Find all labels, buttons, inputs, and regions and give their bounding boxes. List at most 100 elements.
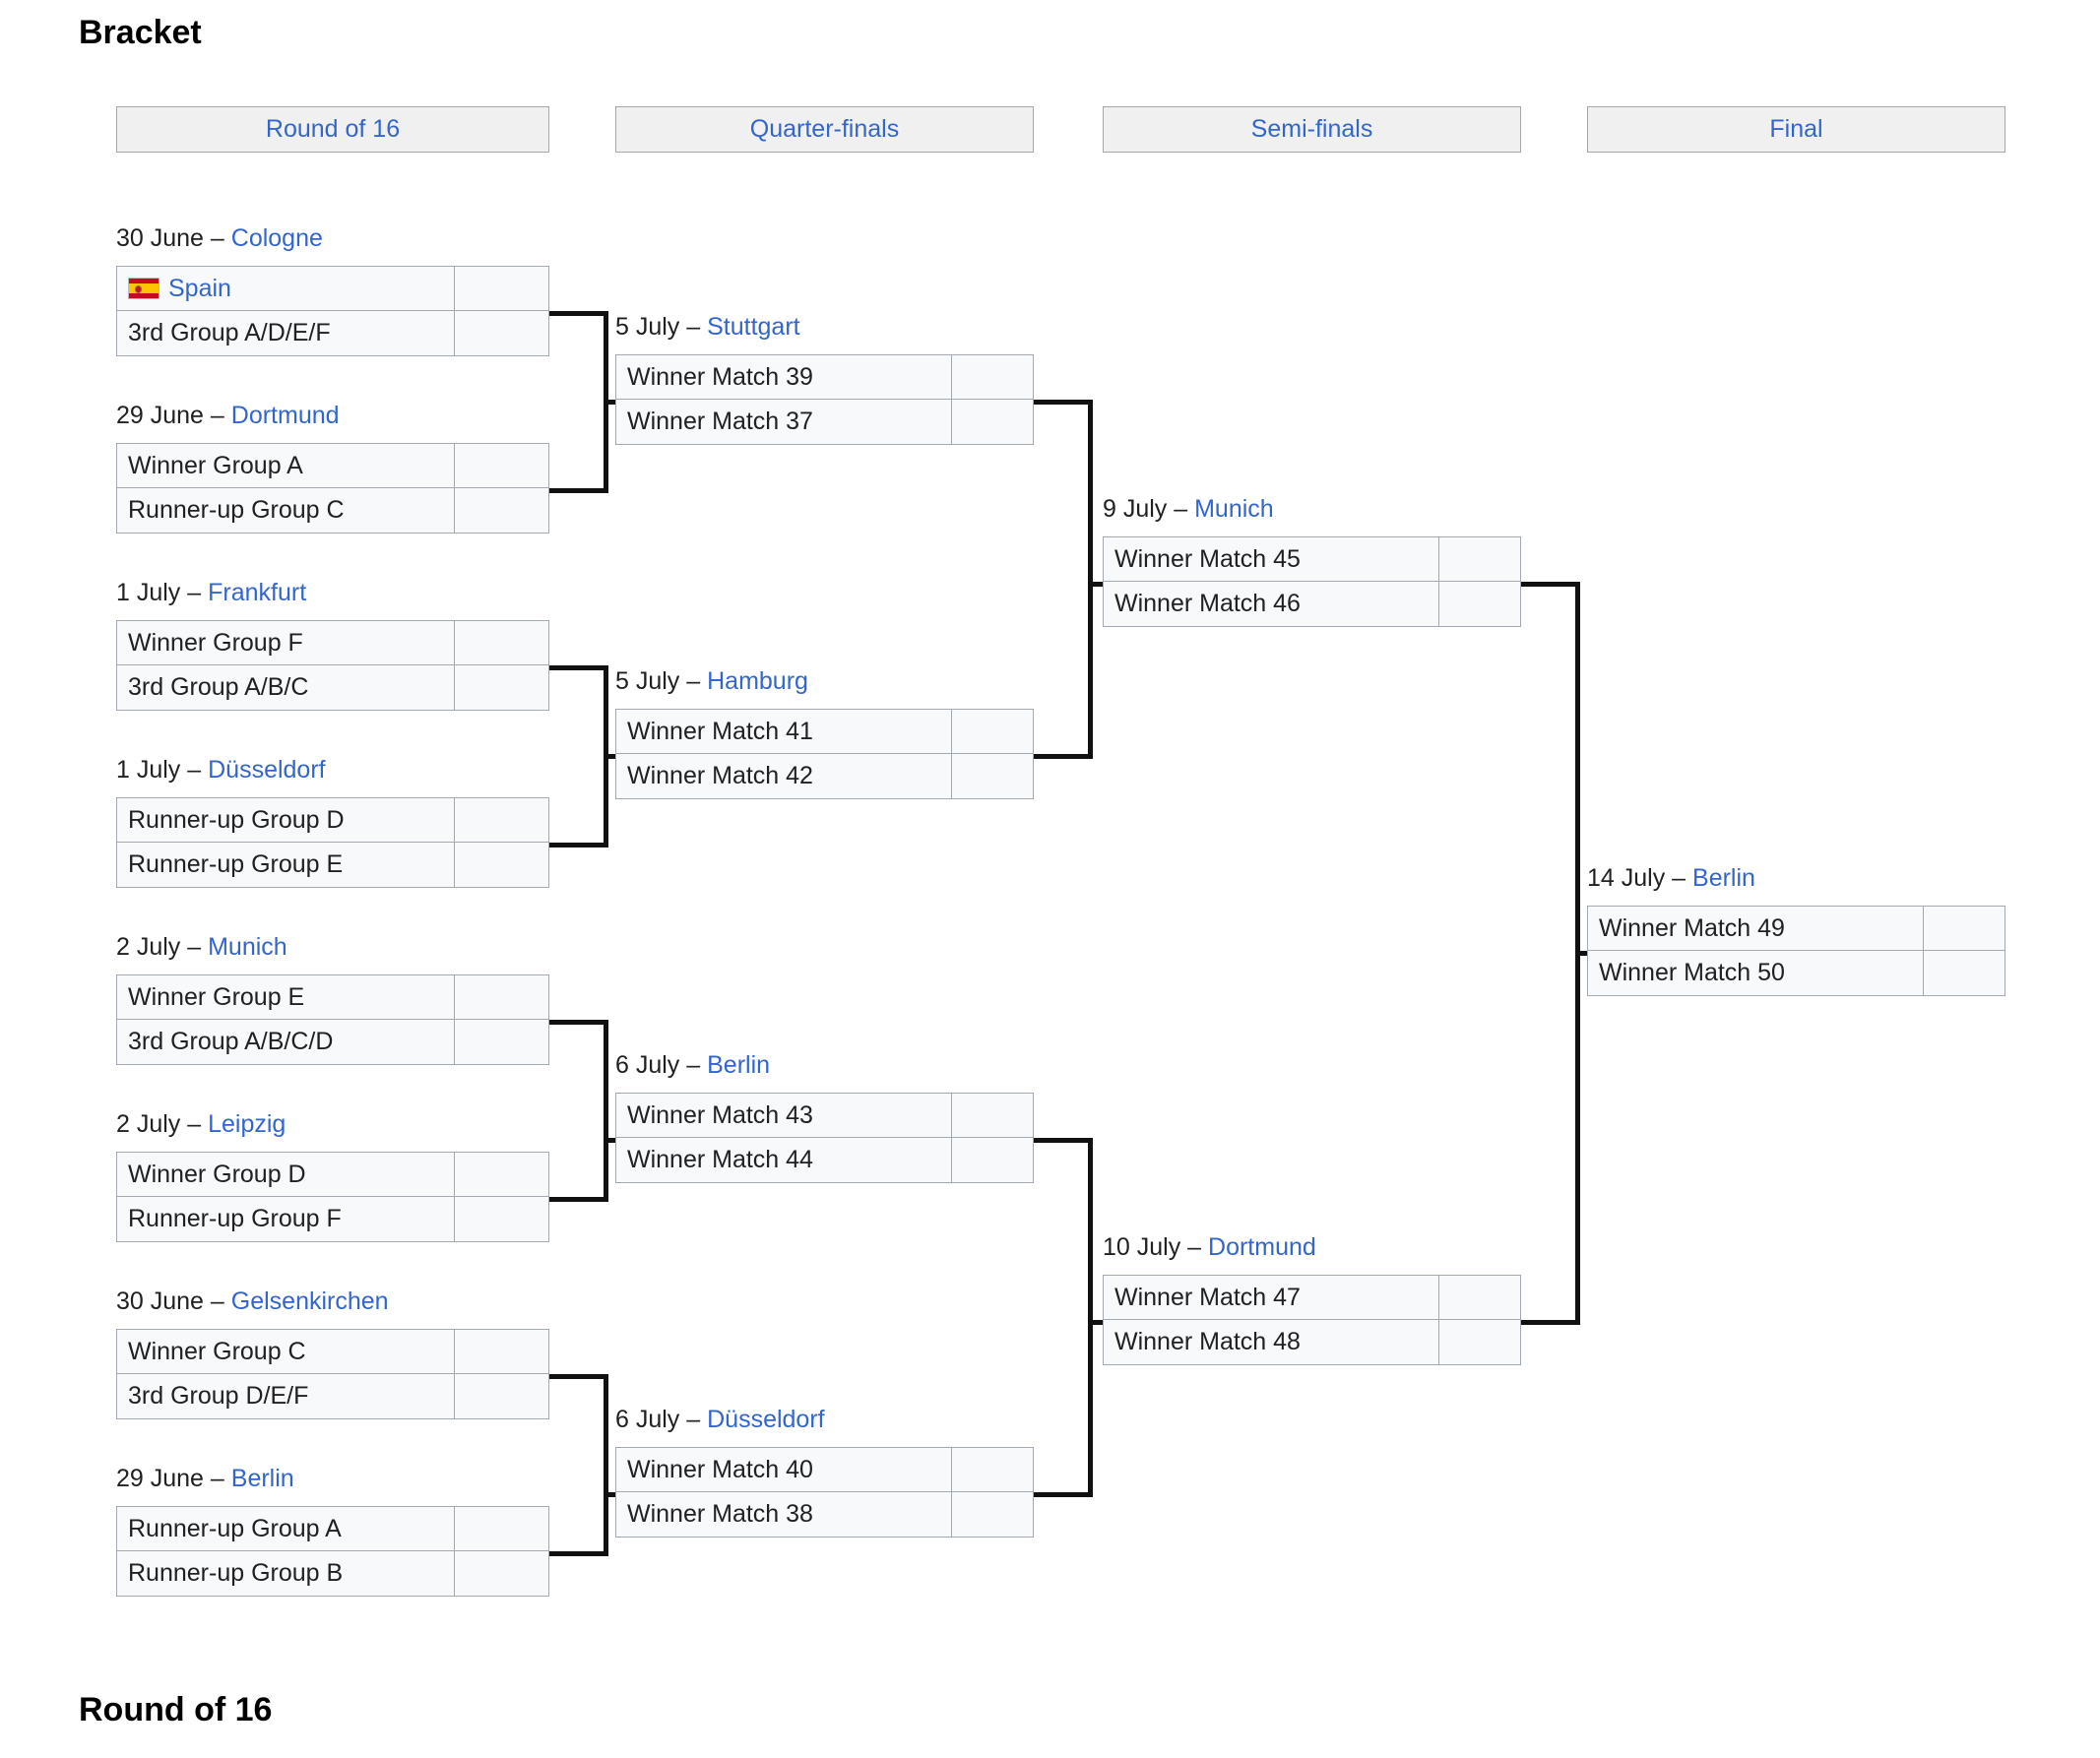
match-venue-link[interactable]: Dortmund xyxy=(1208,1233,1316,1261)
team-cell: Runner-up Group D xyxy=(117,798,456,842)
match-venue-link[interactable]: Düsseldorf xyxy=(707,1406,825,1433)
team-cell: Winner Group D xyxy=(117,1153,456,1196)
team-cell: Runner-up Group A xyxy=(117,1507,456,1550)
score-cell xyxy=(952,355,1033,399)
match-date: 6 July – xyxy=(615,1406,708,1433)
match-venue-link[interactable]: Berlin xyxy=(1692,864,1755,892)
score-cell xyxy=(455,1374,548,1418)
match-date-venue-label: 14 July – Berlin xyxy=(1587,866,1755,891)
team-cell: Winner Match 45 xyxy=(1104,537,1440,581)
score-cell xyxy=(952,1094,1033,1137)
team-name[interactable]: Spain xyxy=(168,274,231,302)
team-name: Winner Match 38 xyxy=(627,1500,813,1528)
match-date-venue-label: 29 June – Berlin xyxy=(116,1467,294,1491)
round-header-label: Quarter-finals xyxy=(749,115,900,143)
match-date: 29 June – xyxy=(116,1465,231,1492)
match-row-bottom: 3rd Group A/B/C xyxy=(116,665,549,711)
team-cell: Winner Group A xyxy=(117,444,456,487)
score-cell xyxy=(455,975,548,1019)
team-cell: Winner Match 37 xyxy=(616,400,953,444)
match-row-top: Spain xyxy=(116,266,549,311)
match-venue-link[interactable]: Berlin xyxy=(230,1465,294,1492)
team-cell: Runner-up Group C xyxy=(117,488,456,533)
score-cell xyxy=(455,267,548,310)
team-name: Runner-up Group C xyxy=(128,496,345,524)
match-venue-link[interactable]: Gelsenkirchen xyxy=(230,1287,389,1315)
team-name: Winner Group C xyxy=(128,1337,306,1365)
match-date: 1 July – xyxy=(116,579,209,606)
match-date-venue-label: 5 July – Hamburg xyxy=(615,669,808,694)
match-venue-link[interactable]: Cologne xyxy=(230,224,323,252)
match-venue-link[interactable]: Berlin xyxy=(707,1051,771,1079)
match-venue-link[interactable]: Dortmund xyxy=(230,402,340,429)
match-box: Winner Group C 3rd Group D/E/F xyxy=(116,1329,549,1419)
connector-line-horizontal xyxy=(1088,582,1103,587)
match-row-top: Winner Group C xyxy=(116,1329,549,1374)
connector-line-horizontal xyxy=(1034,1492,1093,1497)
team-name: Runner-up Group D xyxy=(128,805,345,834)
connector-line-horizontal xyxy=(549,1197,608,1202)
match-row-bottom: Winner Match 38 xyxy=(615,1492,1034,1538)
match-date-venue-label: 6 July – Düsseldorf xyxy=(615,1408,825,1432)
round-header-quarter-finals[interactable]: Quarter-finals xyxy=(615,106,1034,153)
round-header-label: Round of 16 xyxy=(265,115,401,143)
match-venue-link[interactable]: Stuttgart xyxy=(707,313,800,341)
match-venue-link[interactable]: Hamburg xyxy=(707,667,808,695)
score-cell xyxy=(1924,951,2005,995)
match-venue-link[interactable]: Düsseldorf xyxy=(208,756,326,784)
connector-line-horizontal xyxy=(549,665,608,670)
team-cell: Runner-up Group E xyxy=(117,843,456,887)
coat-of-arms-icon xyxy=(135,285,142,293)
match-venue-link[interactable]: Frankfurt xyxy=(208,579,307,606)
team-name: Winner Match 48 xyxy=(1114,1328,1301,1355)
match-date-venue-label: 1 July – Frankfurt xyxy=(116,581,306,605)
team-name: Winner Match 39 xyxy=(627,362,813,391)
team-name: Winner Group A xyxy=(128,451,303,479)
connector-line-horizontal xyxy=(549,1374,608,1379)
match-date-venue-label: 30 June – Gelsenkirchen xyxy=(116,1289,389,1314)
round-header-label: Semi-finals xyxy=(1250,115,1373,143)
match-date-venue-label: 30 June – Cologne xyxy=(116,226,323,251)
match-venue-link[interactable]: Leipzig xyxy=(208,1110,286,1138)
connector-line-horizontal xyxy=(1521,582,1580,587)
score-cell xyxy=(1439,537,1520,581)
team-name: Winner Match 41 xyxy=(627,717,813,745)
score-cell xyxy=(1924,907,2005,950)
team-cell: Runner-up Group F xyxy=(117,1197,456,1241)
match-venue-link[interactable]: Munich xyxy=(208,933,287,961)
connector-line-horizontal xyxy=(549,1551,608,1556)
match-row-top: Runner-up Group A xyxy=(116,1506,549,1551)
score-cell xyxy=(952,400,1033,444)
score-cell xyxy=(952,1138,1033,1182)
round-header-round-of-16[interactable]: Round of 16 xyxy=(116,106,549,153)
match-row-top: Winner Group F xyxy=(116,620,549,665)
score-cell xyxy=(455,665,548,710)
match-row-top: Winner Match 49 xyxy=(1587,906,2005,951)
match-box: Winner Group A Runner-up Group C xyxy=(116,443,549,534)
team-cell: Winner Match 49 xyxy=(1588,907,1925,950)
match-date: 29 June – xyxy=(116,402,231,429)
team-cell: Winner Group C xyxy=(117,1330,456,1373)
connector-line-horizontal xyxy=(549,311,608,316)
connector-line-vertical xyxy=(1088,400,1093,759)
match-row-bottom: Winner Match 42 xyxy=(615,754,1034,799)
match-date: 1 July – xyxy=(116,756,209,784)
match-venue-link[interactable]: Munich xyxy=(1194,495,1274,523)
connector-line-horizontal xyxy=(549,843,608,848)
match-date: 30 June – xyxy=(116,1287,231,1315)
match-row-bottom: 3rd Group A/B/C/D xyxy=(116,1020,549,1065)
team-name: Winner Match 45 xyxy=(1114,544,1301,573)
team-name: Winner Match 40 xyxy=(627,1455,813,1483)
match-row-bottom: 3rd Group A/D/E/F xyxy=(116,311,549,356)
match-box: Runner-up Group D Runner-up Group E xyxy=(116,797,549,888)
match-row-top: Winner Match 39 xyxy=(615,354,1034,400)
match-date: 14 July – xyxy=(1587,864,1693,892)
score-cell xyxy=(455,621,548,664)
round-header-final[interactable]: Final xyxy=(1587,106,2005,153)
team-name: 3rd Group A/D/E/F xyxy=(128,319,331,346)
connector-line-horizontal xyxy=(1575,951,1587,956)
team-name: 3rd Group D/E/F xyxy=(128,1382,309,1410)
round-header-semi-finals[interactable]: Semi-finals xyxy=(1103,106,1521,153)
